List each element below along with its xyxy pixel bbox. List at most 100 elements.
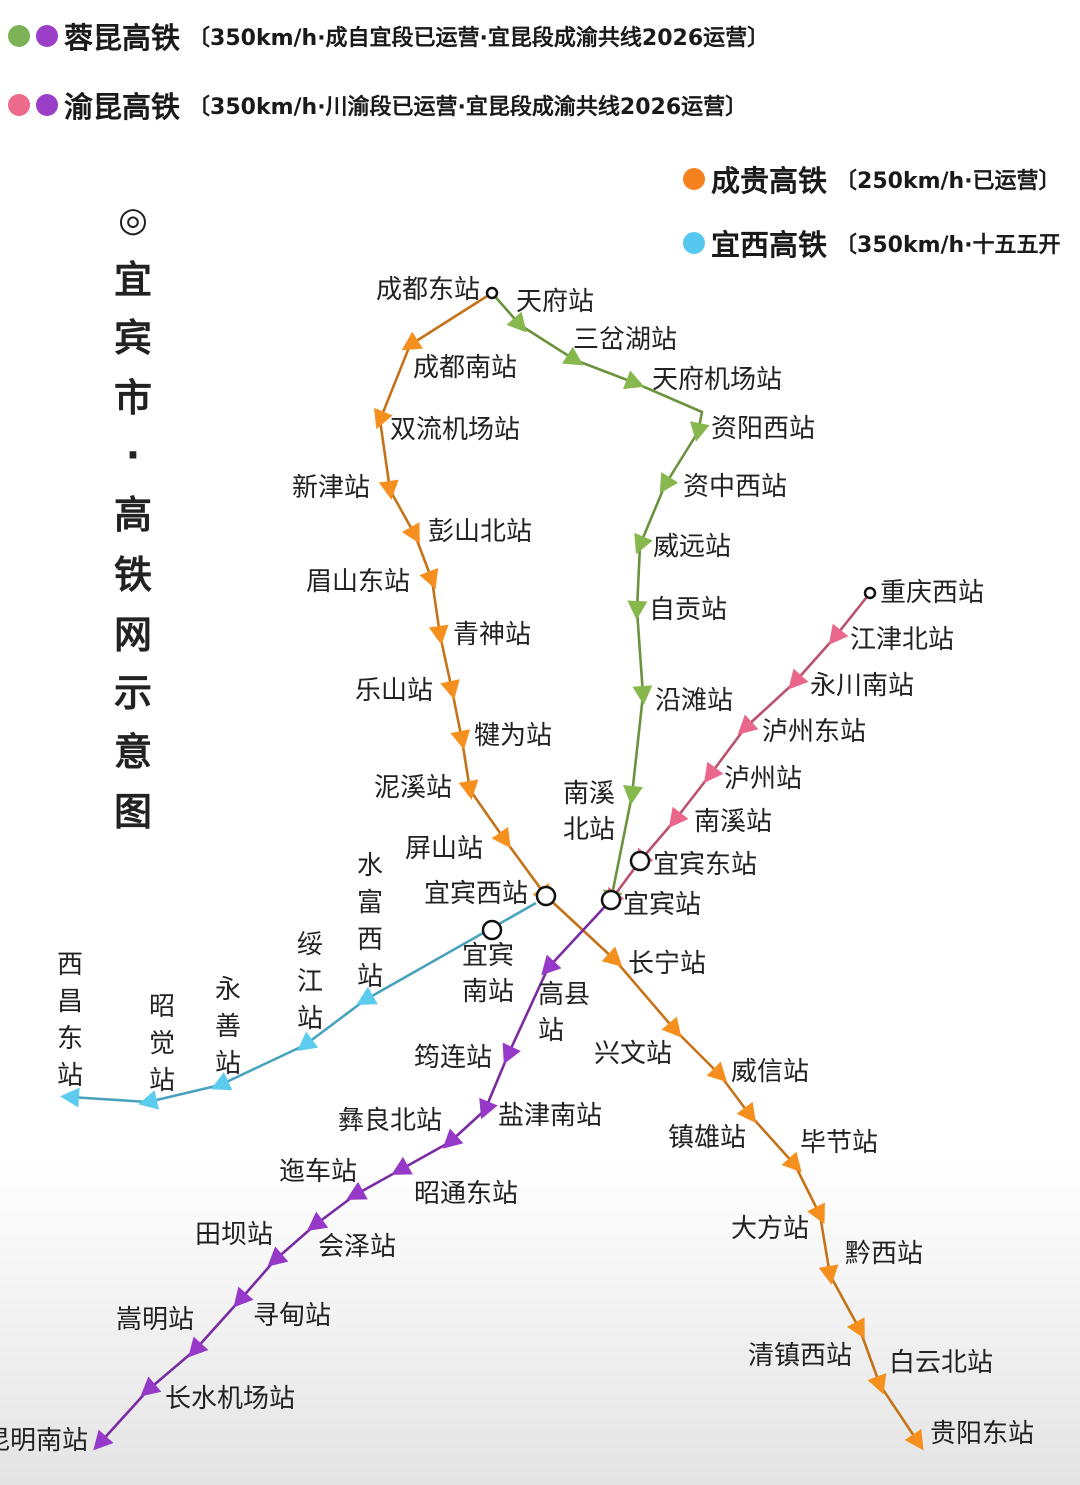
station-label[interactable]: 贵阳东站 (930, 1419, 1034, 1449)
station-label[interactable]: 长水机场站 (165, 1384, 295, 1414)
station-label[interactable]: 资阳西站 (711, 414, 815, 444)
direction-arrow-icon (374, 407, 393, 430)
station-label[interactable]: 南溪北站 (563, 779, 616, 845)
station-label[interactable]: 三岔湖站 (573, 325, 677, 355)
direction-arrow-icon (346, 1181, 368, 1200)
station-label[interactable]: 永善站 (215, 975, 242, 1079)
station-label[interactable]: 眉山东站 (306, 567, 410, 597)
direction-arrow-icon (440, 679, 460, 700)
station-label[interactable]: 宜宾东站 (653, 850, 757, 880)
station-label[interactable]: 绥江站 (297, 930, 324, 1034)
legend-line-note: 〔250km/h·已运营〕 (835, 169, 1061, 194)
legend-line-note: 〔350km/h·十五五开 (835, 233, 1061, 258)
station-label[interactable]: 宜宾站 (623, 890, 701, 920)
station-marker[interactable] (863, 586, 877, 600)
station-label[interactable]: 黔西站 (845, 1239, 923, 1269)
station-label[interactable]: 寻甸站 (253, 1301, 331, 1331)
station-marker[interactable] (629, 850, 651, 872)
station-label[interactable]: 盐津南站 (498, 1101, 602, 1131)
station-label[interactable]: 白云北站 (889, 1348, 993, 1378)
station-label[interactable]: 筠连站 (414, 1043, 492, 1073)
direction-arrow-icon (846, 1317, 865, 1339)
station-label[interactable]: 天府机场站 (652, 365, 782, 395)
station-marker[interactable] (535, 885, 557, 907)
station-marker[interactable] (600, 889, 622, 911)
direction-arrow-icon (867, 1373, 887, 1395)
station-label[interactable]: 镇雄站 (668, 1123, 746, 1153)
station-label[interactable]: 泥溪站 (374, 773, 452, 803)
direction-arrow-icon (659, 472, 679, 494)
station-label[interactable]: 天府站 (516, 287, 594, 317)
station-label[interactable]: 重庆西站 (880, 578, 984, 608)
track (491, 292, 704, 901)
direction-arrow-icon (661, 1016, 682, 1038)
station-label[interactable]: 乐山站 (355, 676, 433, 706)
station-label[interactable]: 彭山北站 (428, 517, 532, 547)
direction-arrow-icon (307, 1211, 329, 1232)
svg-text:铁: 铁 (114, 553, 152, 597)
station-label[interactable]: 永川南站 (810, 671, 914, 701)
direction-arrow-icon (904, 1428, 924, 1451)
station-label[interactable]: 嵩明站 (116, 1305, 194, 1335)
station-label[interactable]: 宜宾南站 (462, 941, 515, 1007)
direction-arrow-icon (704, 761, 724, 784)
legend-item: 宜西高铁〔350km/h·十五五开 (683, 222, 1061, 264)
station-marker[interactable] (481, 919, 503, 941)
direction-arrow-icon (541, 954, 562, 976)
direction-arrow-icon (93, 1429, 114, 1451)
direction-arrow-icon (458, 779, 479, 800)
station-marker[interactable] (485, 286, 499, 300)
station-label[interactable]: 江津北站 (850, 625, 954, 655)
station-label[interactable]: 毕节站 (800, 1128, 878, 1158)
direction-arrow-icon (706, 1061, 728, 1083)
station-label[interactable]: 田坝站 (195, 1220, 273, 1250)
direction-arrow-icon (419, 568, 439, 590)
direction-arrow-icon (818, 1264, 839, 1285)
station-label[interactable]: 昆明南站 (0, 1426, 88, 1456)
svg-text:·: · (126, 433, 140, 477)
station-label[interactable]: 南溪站 (694, 807, 772, 837)
station-label[interactable]: 威信站 (731, 1057, 809, 1087)
station-label[interactable]: 长宁站 (628, 949, 706, 979)
svg-text:示: 示 (114, 671, 152, 715)
direction-arrow-icon (401, 331, 423, 351)
direction-arrow-icon (210, 1072, 233, 1091)
station-label[interactable]: 犍为站 (474, 721, 552, 751)
station-label[interactable]: 迤车站 (279, 1157, 357, 1187)
station-label[interactable]: 资中西站 (683, 472, 787, 502)
svg-text:市: 市 (114, 376, 152, 420)
direction-arrow-icon (736, 1101, 756, 1124)
station-label[interactable]: 昭觉站 (149, 992, 176, 1096)
station-label[interactable]: 双流机场站 (390, 415, 520, 445)
station-label[interactable]: 成都南站 (413, 353, 517, 383)
station-label[interactable]: 会泽站 (318, 1232, 396, 1262)
station-label[interactable]: 西昌东站 (57, 950, 84, 1091)
station-label[interactable]: 高县站 (538, 980, 591, 1046)
direction-arrow-icon (788, 668, 809, 690)
direction-arrow-icon (623, 784, 643, 805)
legend-line-note: 〔350km/h·川渝段已运营·宜昆段成渝共线2026运营〕 (188, 95, 748, 120)
station-label[interactable]: 清镇西站 (748, 1341, 852, 1371)
station-label[interactable]: 水富西站 (357, 851, 384, 992)
station-label[interactable]: 泸州站 (724, 764, 802, 794)
station-label[interactable]: 沿滩站 (655, 686, 733, 716)
legend-item: 蓉昆高铁〔350km/h·成自宜段已运营·宜昆段成渝共线2026运营〕 (8, 15, 769, 57)
station-label[interactable]: 威远站 (653, 532, 731, 562)
station-label[interactable]: 屏山站 (405, 834, 483, 864)
station-label[interactable]: 昭通东站 (414, 1179, 518, 1209)
station-label[interactable]: 泸州东站 (762, 717, 866, 747)
station-label[interactable]: 成都东站 (376, 275, 480, 305)
svg-text:◎: ◎ (118, 200, 148, 240)
station-label[interactable]: 青神站 (453, 620, 531, 650)
station-label[interactable]: 自贡站 (649, 595, 727, 625)
station-label[interactable]: 大方站 (731, 1214, 809, 1244)
station-label[interactable]: 宜宾西站 (424, 879, 528, 909)
station-label[interactable]: 兴文站 (594, 1039, 672, 1069)
station-label[interactable]: 彝良北站 (338, 1106, 442, 1136)
direction-arrow-icon (450, 729, 471, 750)
station-label[interactable]: 新津站 (292, 473, 370, 503)
direction-arrow-icon (623, 370, 645, 390)
svg-text:高: 高 (114, 493, 152, 537)
